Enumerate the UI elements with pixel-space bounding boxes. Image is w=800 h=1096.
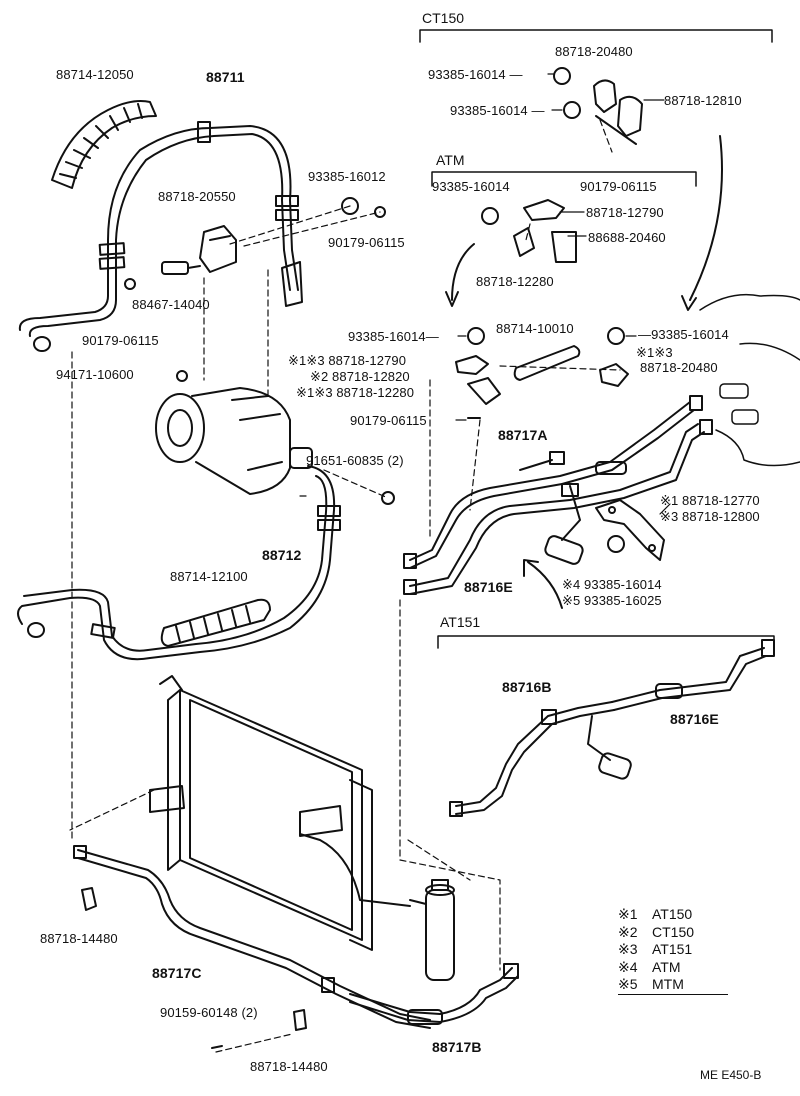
legend-mark-2: ※2	[618, 923, 638, 940]
legend-row-4: ※4 ATM	[618, 959, 728, 977]
label-90179-06115-b: 90179-06115	[580, 179, 657, 194]
leader-lines	[69, 119, 621, 1053]
label-90179-06115-a: 90179-06115	[328, 235, 405, 250]
bolt-93385-16014-lower	[607, 535, 625, 553]
label-88467-14040: 88467-14040	[132, 297, 210, 312]
pipe-88716E-at151	[587, 639, 775, 780]
label-88718-14480-a: 88718-14480	[40, 931, 118, 946]
label-88718-12810: 88718-12810	[664, 93, 742, 108]
label-93385-16014-e: —93385-16014	[638, 327, 729, 342]
clip-88718-14480	[81, 887, 307, 1049]
label-88717A: 88717A	[498, 427, 548, 443]
label-88711: 88711	[206, 69, 245, 85]
protector-88714-12050	[51, 100, 157, 189]
nut-90179-06115	[124, 206, 386, 382]
arrow-atm	[445, 243, 475, 307]
pipe-88717A	[403, 395, 703, 569]
protector-88714-12100	[160, 598, 271, 647]
label-93385-16025: ※5 93385-16025	[562, 593, 662, 608]
label-88716B: 88716B	[502, 679, 552, 695]
condenser	[149, 675, 373, 951]
pipe-88716B-at151	[449, 701, 615, 817]
diagram-code: ME E450-B	[700, 1068, 762, 1082]
bolt-91651-60835	[381, 491, 395, 505]
label-88716E-a: 88716E	[464, 579, 513, 595]
label-90179-06115-d: 90179-06115	[350, 413, 427, 428]
arrow-at151	[523, 559, 563, 609]
label-88718-20480-top: 88718-20480	[555, 44, 633, 59]
label-88718-20480-right: 88718-20480	[640, 360, 718, 375]
ct150-bracket	[419, 29, 773, 43]
label-90179-06115-c: 90179-06115	[82, 333, 159, 348]
legend-mark-4: ※4	[618, 958, 638, 975]
insulator-88714-10010	[513, 345, 581, 381]
label-93385-16014-d: 93385-16014—	[348, 329, 439, 344]
label-88718-14480-b: 88718-14480	[250, 1059, 328, 1074]
bolt-93385-16012	[341, 197, 359, 215]
legend-row-2: ※2 CT150	[618, 924, 728, 942]
group-at151: AT151	[440, 614, 481, 630]
clamp-88718-20480-ct150	[553, 67, 643, 145]
label-88718-20550: 88718-20550	[158, 189, 236, 204]
legend-row-3: ※3 AT151	[618, 941, 728, 959]
bracket-88718-20550	[161, 225, 237, 275]
compressor	[155, 387, 313, 495]
label-88718-12770: ※1 88718-12770	[660, 493, 760, 508]
label-88717B: 88717B	[432, 1039, 482, 1055]
label-93385-16014-a: 93385-16014 —	[428, 67, 523, 82]
label-93385-16014-c: 93385-16014	[432, 179, 510, 194]
label-88712: 88712	[262, 547, 302, 563]
legend-text-1: AT150	[652, 906, 693, 922]
label-88718-12280: ※1※3 88718-12280	[296, 385, 415, 400]
pipe-88717B	[349, 963, 519, 1025]
legend-text-4: ATM	[652, 958, 681, 975]
legend-text-5: MTM	[652, 976, 684, 992]
legend-text-2: CT150	[652, 923, 695, 940]
engine-bay-edge	[699, 293, 800, 467]
pipe-88717C	[73, 845, 431, 1029]
clamp-88718-20480-right	[599, 327, 629, 387]
label-88714-10010: 88714-10010	[496, 321, 574, 336]
label-88717C: 88717C	[152, 965, 202, 981]
clamp-88718-12790-atm	[481, 199, 577, 263]
arrow-ct150	[681, 135, 723, 311]
legend-mark-3: ※3	[618, 941, 638, 957]
label-90159-60148: 90159-60148 (2)	[160, 1005, 258, 1020]
legend: ※1 AT150 ※2 CT150 ※3 AT151 ※4 ATM ※5 MTM	[618, 906, 728, 995]
pressure-switch	[544, 483, 584, 565]
label-94171-10600: 94171-10600	[56, 367, 134, 382]
legend-row-1: ※1 AT150	[618, 906, 728, 924]
clamp-88718-12790-center	[455, 327, 501, 419]
pipe-88716E	[403, 419, 713, 595]
hose-88712	[17, 465, 341, 661]
label-88714-12100: 88714-12100	[170, 569, 248, 584]
group-ct150: CT150	[422, 10, 465, 26]
label-88716E-b: 88716E	[670, 711, 719, 727]
label-93385-16014-f: ※4 93385-16014	[562, 577, 662, 592]
label-leaders	[299, 73, 671, 515]
hose-88711	[18, 121, 303, 352]
label-93385-16014-b: 93385-16014 —	[450, 103, 545, 118]
label-88718-12280-atm: 88718-12280	[476, 274, 554, 289]
legend-mark-5: ※5	[618, 976, 638, 992]
atm-bracket	[431, 171, 697, 187]
label-91651-60835: 91651-60835 (2)	[306, 453, 404, 468]
label-88718-12800: ※3 88718-12800	[660, 509, 760, 524]
bracket-88718-12770	[595, 499, 665, 561]
label-88714-12050: 88714-12050	[56, 67, 134, 82]
legend-mark-1: ※1	[618, 906, 638, 922]
at151-bracket	[437, 635, 775, 649]
label-note-1-3-right: ※1※3	[636, 345, 673, 360]
label-88688-20460: 88688-20460	[588, 230, 666, 245]
label-88718-12790: ※1※3 88718-12790	[288, 353, 407, 368]
legend-text-3: AT151	[652, 941, 693, 957]
receiver-dryer	[299, 833, 455, 981]
label-93385-16012: 93385-16012	[308, 169, 386, 184]
label-88718-12820: ※2 88718-12820	[310, 369, 410, 384]
legend-row-5: ※5 MTM	[618, 976, 728, 995]
group-atm: ATM	[436, 152, 465, 168]
label-88718-12790-atm: 88718-12790	[586, 205, 664, 220]
